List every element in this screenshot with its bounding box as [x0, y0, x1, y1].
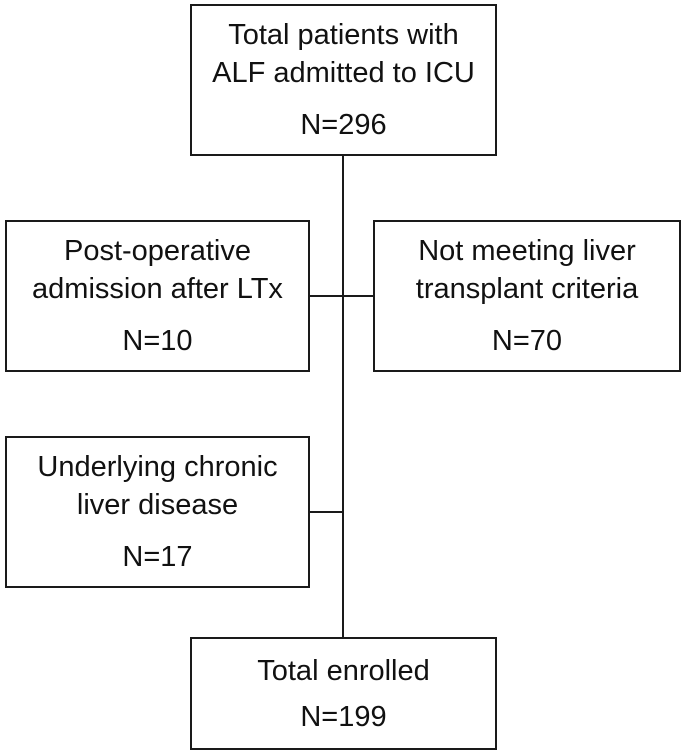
not-meeting-criteria-label: Not meeting liver transplant criteria: [415, 235, 639, 305]
total-patients-box: Total patients with ALF admitted to ICU …: [190, 4, 497, 156]
not-meeting-criteria-count: N=70: [491, 325, 563, 357]
postop-exclusion-box: Post-operative admission after LTx N=10: [5, 220, 310, 372]
chronic-liver-disease-label: Underlying chronic liver disease: [37, 451, 278, 521]
postop-exclusion-label: Post-operative admission after LTx: [32, 235, 283, 305]
total-enrolled-label: Total enrolled: [257, 654, 430, 687]
chronic-liver-disease-count: N=17: [122, 541, 193, 573]
not-meeting-criteria-box: Not meeting liver transplant criteria N=…: [373, 220, 681, 372]
total-patients-label: Total patients with ALF admitted to ICU: [212, 19, 475, 89]
total-enrolled-box: Total enrolled N=199: [190, 637, 497, 750]
chronic-liver-disease-box: Underlying chronic liver disease N=17: [5, 436, 310, 588]
postop-exclusion-count: N=10: [122, 325, 193, 357]
total-patients-count: N=296: [300, 109, 387, 141]
total-enrolled-count: N=199: [300, 700, 387, 733]
